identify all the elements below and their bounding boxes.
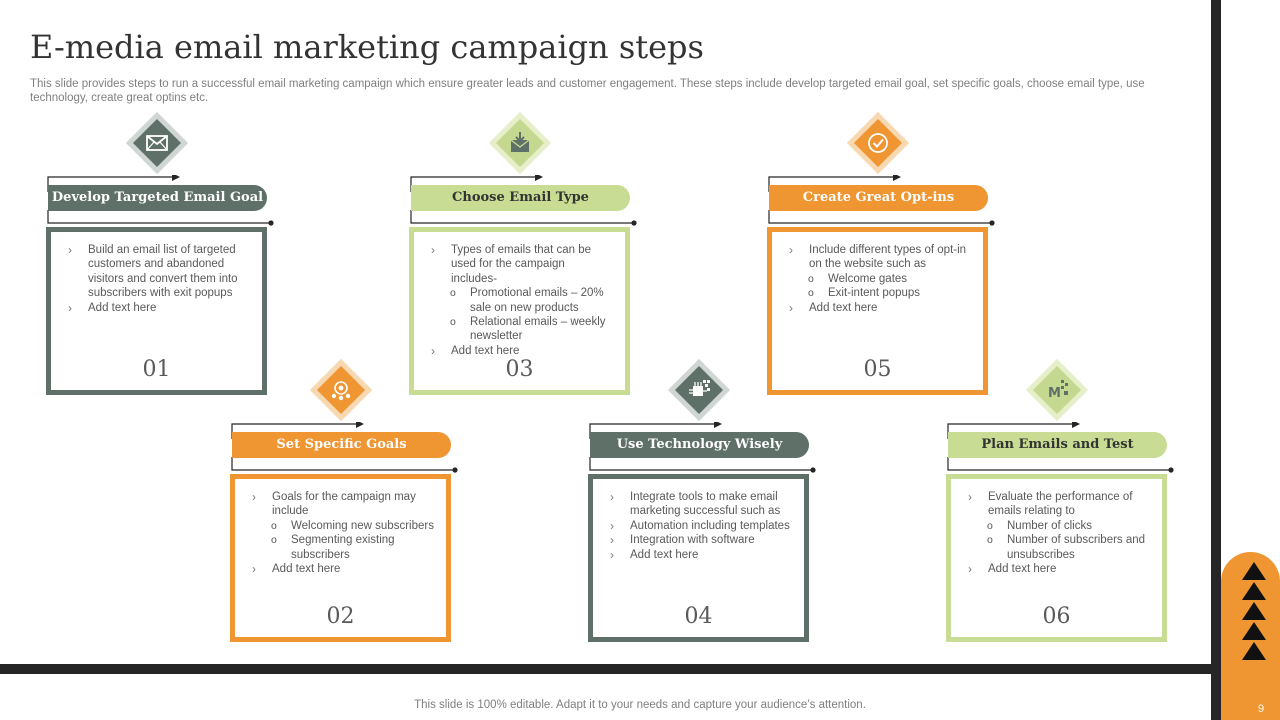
sub-bullet-item: Exit-intent popups	[789, 286, 971, 301]
email-test-icon: M	[1025, 358, 1089, 422]
right-border-bar	[1211, 0, 1221, 720]
inbox-download-icon	[488, 111, 552, 175]
step-06: M Plan Emails and TestEvaluate the perfor…	[946, 358, 1176, 642]
step-content-box: Evaluate the performance of emails relat…	[946, 474, 1167, 642]
step-content-box: Integrate tools to make email marketing …	[588, 474, 809, 642]
step-content-box: Types of emails that can be used for the…	[409, 227, 630, 395]
step-04: Use Technology WiselyIntegrate tools to …	[588, 358, 818, 642]
step-heading-choose-email-type: Choose Email Type	[411, 185, 630, 211]
step-number: 02	[326, 604, 355, 629]
page-title: E-media email marketing campaign steps	[30, 28, 704, 66]
bullet-item: Goals for the campaign may include	[252, 490, 434, 519]
sub-bullet-item: Welcoming new subscribers	[252, 519, 434, 534]
bullet-item: Add text here	[431, 344, 613, 359]
step-number: 01	[142, 357, 171, 382]
sub-bullet-item: Number of subscribers and unsubscribes	[968, 533, 1150, 562]
step-heading-create-great-opt-ins: Create Great Opt-ins	[769, 185, 988, 211]
bullet-item: Include different types of opt-in on the…	[789, 243, 971, 272]
svg-text:M: M	[1048, 386, 1061, 401]
bullet-list: Goals for the campaign may includeWelcom…	[252, 490, 434, 577]
step-content-box: Build an email list of targeted customer…	[46, 227, 267, 395]
bullet-item: Types of emails that can be used for the…	[431, 243, 613, 286]
step-number: 06	[1042, 604, 1071, 629]
step-01: Develop Targeted Email GoalBuild an emai…	[46, 111, 276, 395]
team-target-icon	[309, 358, 373, 422]
page-number: 9	[1257, 703, 1265, 715]
bullet-item: Add text here	[68, 301, 250, 316]
bullet-item: Build an email list of targeted customer…	[68, 243, 250, 301]
sub-bullet-item: Promotional emails – 20% sale on new pro…	[431, 286, 613, 315]
step-05: Create Great Opt-insInclude different ty…	[767, 111, 997, 395]
step-number: 05	[863, 357, 892, 382]
envelope-icon	[125, 111, 189, 175]
sub-bullet-item: Relational emails – weekly newsletter	[431, 315, 613, 344]
step-heading-develop-targeted-email-goal: Develop Targeted Email Goal	[48, 185, 267, 211]
bullet-item: Integrate tools to make email marketing …	[610, 490, 792, 519]
circuit-chip-icon	[667, 358, 731, 422]
step-heading-set-specific-goals: Set Specific Goals	[232, 432, 451, 458]
footer-note: This slide is 100% editable. Adapt it to…	[414, 699, 866, 711]
step-number: 03	[505, 357, 534, 382]
arrow-stack-icon	[1242, 562, 1266, 662]
step-number: 04	[684, 604, 713, 629]
bullet-list: Include different types of opt-in on the…	[789, 243, 971, 315]
step-03: Choose Email TypeTypes of emails that ca…	[409, 111, 639, 395]
checkmark-badge-icon	[846, 111, 910, 175]
sub-bullet-item: Segmenting existing subscribers	[252, 533, 434, 562]
bullet-item: Add text here	[968, 562, 1150, 577]
sub-bullet-item: Number of clicks	[968, 519, 1150, 534]
bullet-list: Evaluate the performance of emails relat…	[968, 490, 1150, 577]
step-heading-use-technology-wisely: Use Technology Wisely	[590, 432, 809, 458]
bullet-item: Automation including templates	[610, 519, 792, 534]
step-content-box: Goals for the campaign may includeWelcom…	[230, 474, 451, 642]
sub-bullet-item: Welcome gates	[789, 272, 971, 287]
step-heading-plan-emails-and-test: Plan Emails and Test	[948, 432, 1167, 458]
step-content-box: Include different types of opt-in on the…	[767, 227, 988, 395]
bullet-list: Types of emails that can be used for the…	[431, 243, 613, 359]
bullet-item: Evaluate the performance of emails relat…	[968, 490, 1150, 519]
bullet-item: Add text here	[610, 548, 792, 563]
step-02: Set Specific GoalsGoals for the campaign…	[230, 358, 460, 642]
bullet-item: Integration with software	[610, 533, 792, 548]
bullet-list: Build an email list of targeted customer…	[68, 243, 250, 315]
bullet-list: Integrate tools to make email marketing …	[610, 490, 792, 562]
bullet-item: Add text here	[789, 301, 971, 316]
bullet-item: Add text here	[252, 562, 434, 577]
bottom-border-bar	[0, 664, 1221, 674]
page-subtitle: This slide provides steps to run a succe…	[30, 78, 1145, 104]
